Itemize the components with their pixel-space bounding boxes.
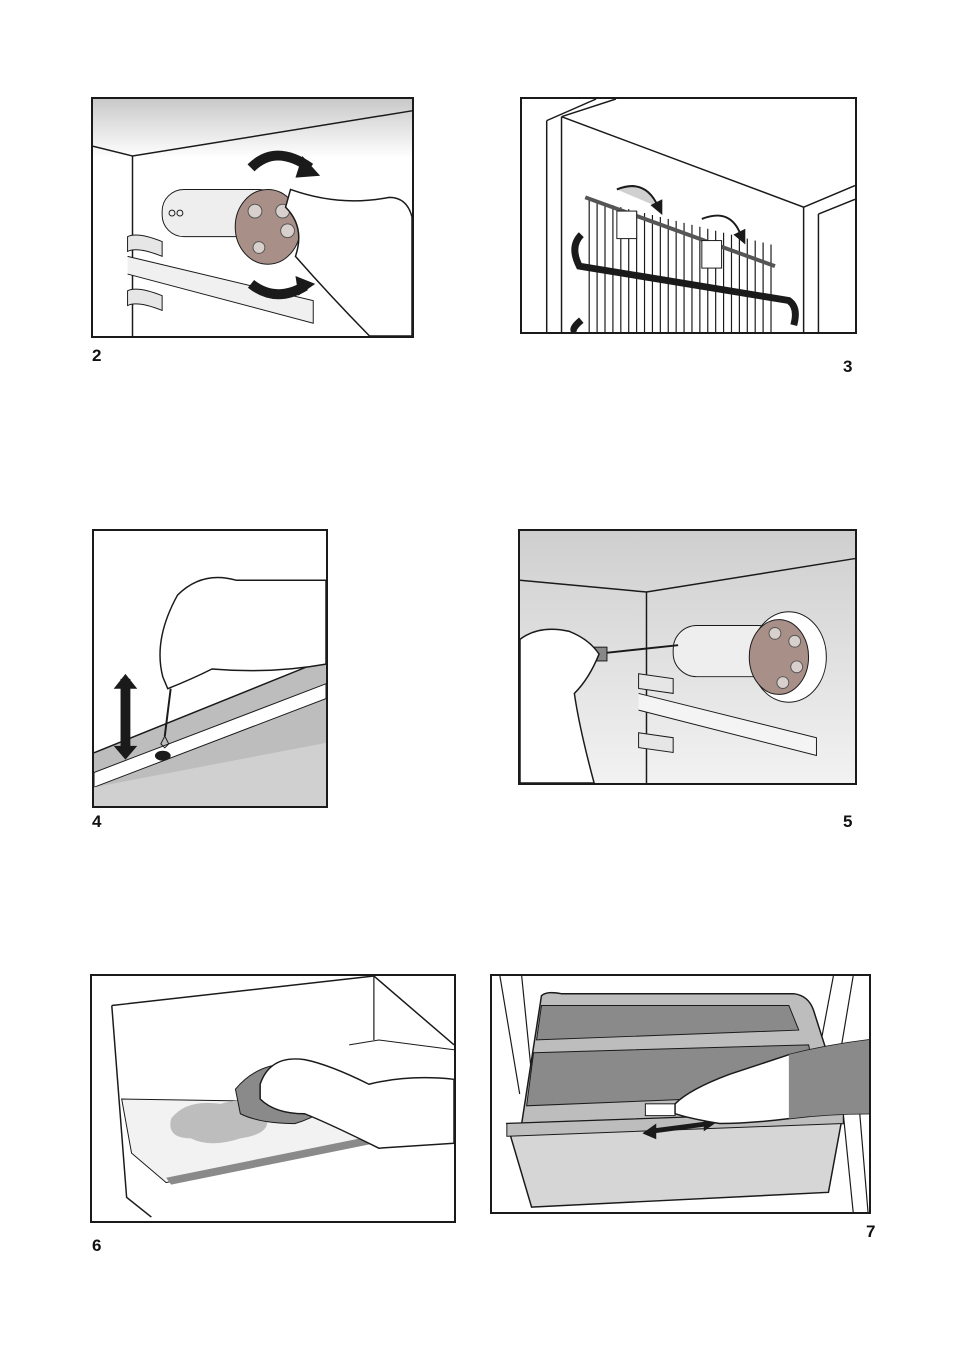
figure-7-panel — [490, 974, 871, 1214]
figure-5-panel — [518, 529, 857, 785]
figure-3-number: 3 — [843, 357, 852, 377]
wiping-spill-illustration — [92, 976, 454, 1221]
crisper-slider-illustration — [492, 976, 869, 1212]
figure-5-number: 5 — [843, 812, 852, 832]
figure-4-number: 4 — [92, 812, 101, 832]
figure-3-panel — [520, 97, 857, 334]
thermostat-knob-rotate-illustration — [93, 99, 412, 336]
drain-hole-cleaning-illustration — [94, 531, 326, 806]
figure-2-panel — [91, 97, 414, 338]
figure-6-panel — [90, 974, 456, 1223]
condenser-spacers-illustration — [522, 99, 855, 332]
figure-7-number: 7 — [866, 1222, 875, 1242]
lamp-cover-screwdriver-illustration — [520, 531, 855, 783]
figure-4-panel — [92, 529, 328, 808]
figure-6-number: 6 — [92, 1236, 101, 1256]
figure-2-number: 2 — [92, 346, 101, 366]
